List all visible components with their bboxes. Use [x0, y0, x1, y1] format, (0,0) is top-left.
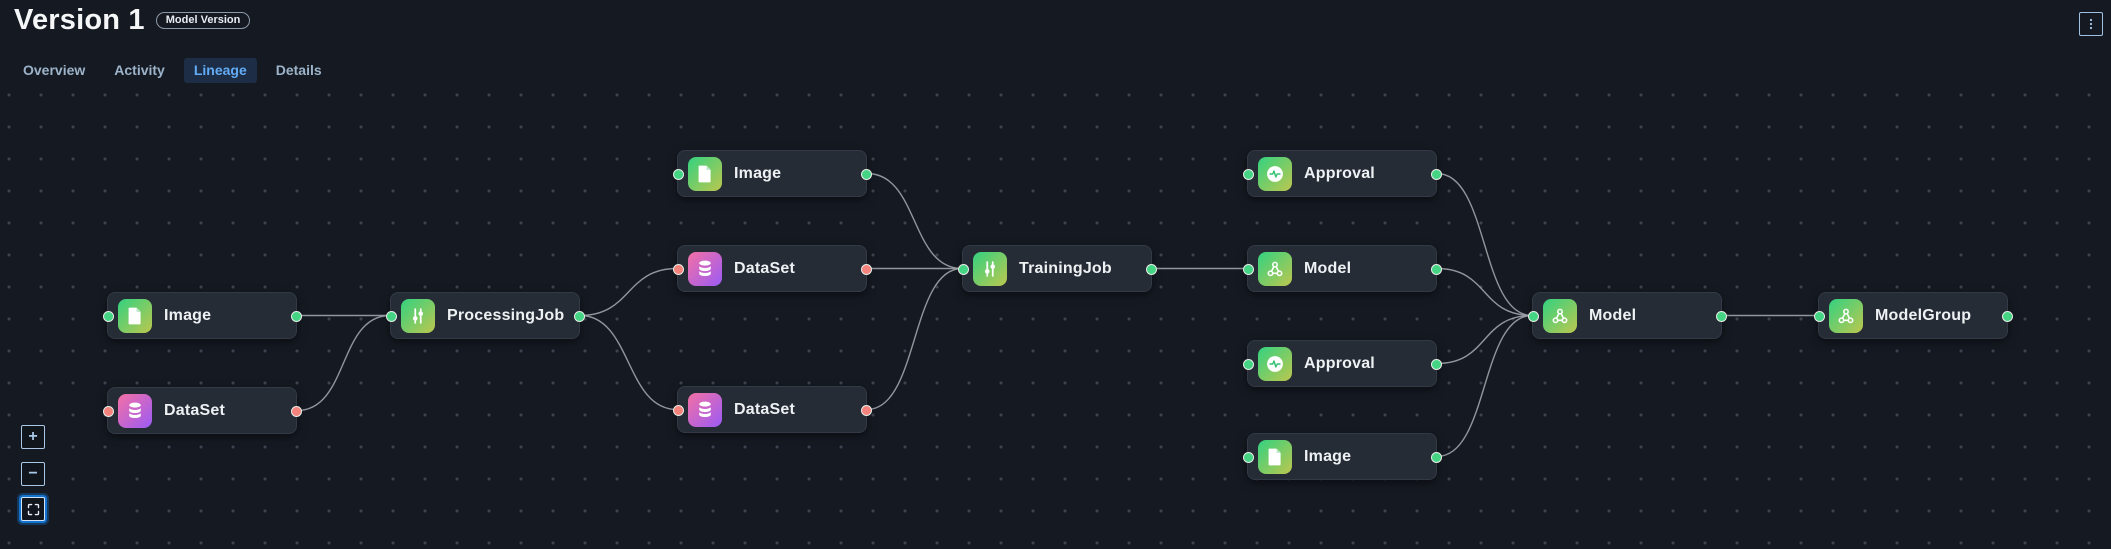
- dataset-icon: [688, 392, 722, 427]
- node-label: TrainingJob: [1019, 259, 1112, 277]
- kebab-menu-icon: [2083, 16, 2099, 32]
- title-row: Version 1 Model Version: [14, 4, 251, 37]
- image-icon: [118, 298, 152, 333]
- output-port[interactable]: [860, 404, 872, 416]
- edge-approval2-model: [1436, 314, 1533, 365]
- node-image-source[interactable]: Image: [102, 292, 302, 339]
- input-port[interactable]: [102, 405, 114, 417]
- input-port[interactable]: [1242, 168, 1254, 180]
- node-approval-1[interactable]: Approval: [1242, 150, 1442, 197]
- edge-image-trainingjob: [866, 172, 963, 270]
- node-label: Image: [164, 306, 212, 324]
- node-model-main[interactable]: Model: [1527, 292, 1727, 339]
- lineage-canvas[interactable]: [0, 86, 2111, 549]
- tab-lineage[interactable]: Lineage: [183, 58, 257, 83]
- page-header: Version 1 Model Version Overview Activit…: [0, 0, 2111, 86]
- tab-bar: Overview Activity Lineage Details: [13, 58, 332, 83]
- output-port[interactable]: [1430, 168, 1442, 180]
- node-label: ProcessingJob: [447, 306, 565, 324]
- edge-processingjob-dataset2: [579, 314, 678, 411]
- input-port[interactable]: [957, 263, 969, 275]
- edge-dataset-processingjob: [296, 314, 391, 412]
- input-port[interactable]: [385, 310, 397, 322]
- node-label: Image: [1304, 447, 1352, 465]
- input-port[interactable]: [1813, 310, 1825, 322]
- output-port[interactable]: [1430, 451, 1442, 463]
- node-approval-2[interactable]: Approval: [1242, 340, 1442, 387]
- tab-overview[interactable]: Overview: [13, 58, 95, 83]
- node-dataset-mid2[interactable]: DataSet: [672, 386, 872, 433]
- node-label: DataSet: [164, 401, 225, 419]
- input-port[interactable]: [1527, 310, 1539, 322]
- input-port[interactable]: [102, 310, 114, 322]
- dot-grid-background: [0, 86, 2111, 549]
- output-port[interactable]: [860, 263, 872, 275]
- node-image-mid[interactable]: Image: [672, 150, 872, 197]
- input-port[interactable]: [1242, 358, 1254, 370]
- sliders-icon: [973, 251, 1007, 286]
- node-label: DataSet: [734, 259, 795, 277]
- output-port[interactable]: [290, 405, 302, 417]
- output-port[interactable]: [290, 310, 302, 322]
- actions-menu-button[interactable]: [2079, 12, 2103, 36]
- model-icon: [1258, 251, 1292, 286]
- input-port[interactable]: [672, 168, 684, 180]
- edge-processingjob-dataset1: [579, 267, 678, 317]
- sliders-icon: [401, 298, 435, 333]
- edge-approval-model: [1436, 172, 1533, 317]
- node-processingjob[interactable]: ProcessingJob: [385, 292, 585, 339]
- zoom-out-button[interactable]: −: [21, 462, 45, 486]
- fit-view-button[interactable]: [21, 497, 45, 521]
- tab-details[interactable]: Details: [266, 58, 332, 83]
- model-version-badge: Model Version: [155, 12, 251, 29]
- node-label: Approval: [1304, 354, 1375, 372]
- input-port[interactable]: [1242, 263, 1254, 275]
- node-dataset-source[interactable]: DataSet: [102, 387, 302, 434]
- edge-dataset2-trainingjob: [866, 267, 963, 411]
- input-port[interactable]: [1242, 451, 1254, 463]
- output-port[interactable]: [573, 310, 585, 322]
- output-port[interactable]: [1715, 310, 1727, 322]
- fit-view-icon: [26, 502, 41, 517]
- zoom-in-button[interactable]: +: [21, 425, 45, 449]
- model-icon: [1543, 298, 1577, 333]
- edge-image2-model: [1436, 314, 1533, 458]
- output-port[interactable]: [860, 168, 872, 180]
- node-image-2[interactable]: Image: [1242, 433, 1442, 480]
- model-icon: [1829, 298, 1863, 333]
- node-label: ModelGroup: [1875, 306, 1972, 324]
- page-title: Version 1: [14, 4, 145, 36]
- node-dataset-mid[interactable]: DataSet: [672, 245, 872, 292]
- image-icon: [688, 156, 722, 191]
- input-port[interactable]: [672, 404, 684, 416]
- node-label: Model: [1589, 306, 1637, 324]
- node-trainingjob[interactable]: TrainingJob: [957, 245, 1157, 292]
- image-icon: [1258, 439, 1292, 474]
- pulse-icon: [1258, 346, 1292, 381]
- output-port[interactable]: [2001, 310, 2013, 322]
- tab-activity[interactable]: Activity: [104, 58, 175, 83]
- pulse-icon: [1258, 156, 1292, 191]
- node-model-mid[interactable]: Model: [1242, 245, 1442, 292]
- output-port[interactable]: [1430, 263, 1442, 275]
- input-port[interactable]: [672, 263, 684, 275]
- output-port[interactable]: [1430, 358, 1442, 370]
- node-label: DataSet: [734, 400, 795, 418]
- node-modelgroup[interactable]: ModelGroup: [1813, 292, 2013, 339]
- output-port[interactable]: [1145, 263, 1157, 275]
- dataset-icon: [688, 251, 722, 286]
- node-label: Image: [734, 164, 782, 182]
- node-label: Approval: [1304, 164, 1375, 182]
- node-label: Model: [1304, 259, 1352, 277]
- dataset-icon: [118, 393, 152, 428]
- edge-model-model: [1436, 267, 1533, 317]
